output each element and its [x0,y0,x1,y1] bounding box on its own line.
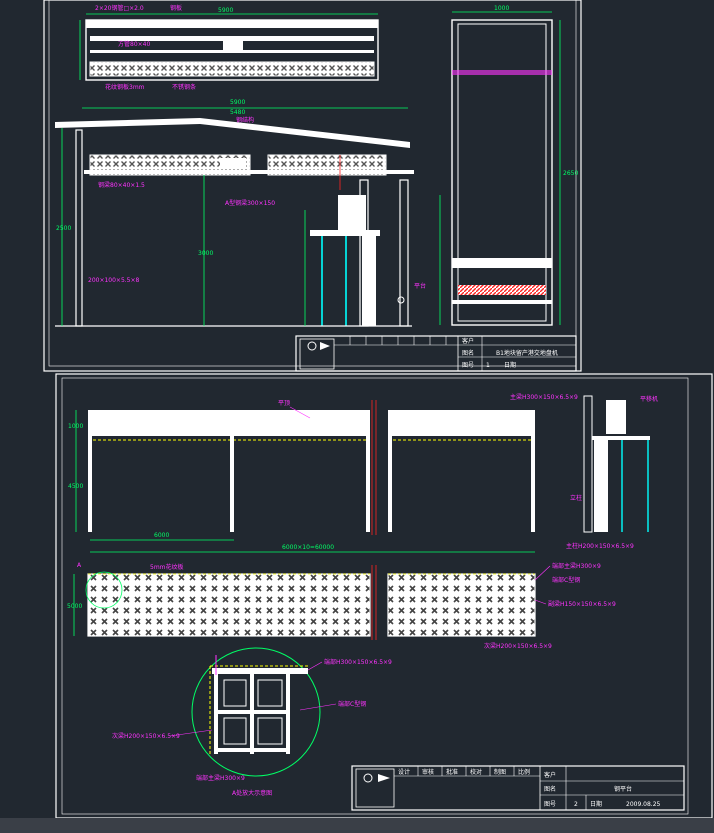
note-platform: 平台 [414,282,426,290]
note-steel-beam: 钢梁80×40×1.5 [98,181,145,189]
sheet-1: 2×20钢管□×2.0 钢板 方管80×40 花纹钢板3mm 不锈钢条 5900… [43,0,582,372]
tb2-header-cell: 制图 [494,768,506,776]
note-steel-plate: 钢板 [170,4,182,12]
sheet-2: 1000 4500 6000 6000×10=60000 平顶 主梁H300×1… [55,373,713,819]
tb2-date-value: 2009.08.25 [626,801,661,808]
tb2-date-label: 日期 [590,800,602,808]
title-block-1: 客户 图名 B1地块留产港交地盘机 图号 1 日期 [295,335,577,372]
detail-caption: A处放大示意图 [232,789,272,797]
dim-top-width: 5900 [218,7,233,14]
tb2-number-value: 2 [574,801,578,808]
note-detail-end-beam: 端部主梁H300×9 [196,774,245,782]
tb1-number-value: 1 [486,362,490,369]
tb2-header-cell: 设计 [398,768,410,776]
dim-front-overall: 5900 [230,99,245,106]
tb1-customer-label: 客户 [462,337,474,345]
dim-front-height: 2500 [56,225,71,232]
note-end-main-beam: 端部主梁H300×9 [552,562,601,570]
dim-side-height: 2650 [563,170,578,177]
tb2-customer-label: 客户 [544,771,556,779]
tb1-date-label: 日期 [504,361,516,369]
note-a-beam: A型钢梁300×150 [225,199,275,207]
note-detail-c: 端部C型钢 [338,700,366,708]
note-column: 立柱 [570,494,582,502]
dim-bay: 6000 [154,532,169,539]
dim-plan-depth: 5000 [67,603,82,610]
dim-front-mid: 3000 [198,250,213,257]
top-plan-view: 2×20钢管□×2.0 钢板 方管80×40 花纹钢板3mm 不锈钢条 5900 [79,4,379,91]
note-detail-main: 端部H300×150×6.5×9 [324,658,392,666]
note-steel-tube: 2×20钢管□×2.0 [95,4,144,12]
note-sub-beam: 次梁H200×150×6.5×9 [484,642,552,650]
sheet-2-inner-frame [61,377,689,815]
dim-front-span: 5480 [230,109,245,116]
tb2-header-cell: 批准 [446,768,458,776]
tb1-number-label: 图号 [462,362,474,369]
note-checker-plate-5mm: 5mm花纹板 [150,563,184,571]
title-block-2: 设计 审核 批准 校对 制图 比例 客户 图名 钢平台 图号 2 日期 2009… [351,765,685,811]
side-elevation: 1000 2650 [439,5,578,326]
tb2-header-cell: 审核 [422,768,434,776]
platform-elevation: 1000 4500 6000 6000×10=60000 平顶 [68,400,535,553]
note-steel-structure: 钢结构 [236,116,254,124]
note-checker-plate: 花纹钢板3mm [105,83,145,91]
note-square-tube: 方管80×40 [118,40,150,48]
dim-side-width: 1000 [494,5,509,12]
detail-a-enlarged: 端部H300×150×6.5×9 端部C型钢 次梁H200×150×6.5×9 … [112,647,392,797]
note-h-section: 200×100×5.5×8 [88,277,140,284]
tb1-name-label: 图名 [462,349,474,357]
platform-plan-view: 5000 A 5mm花纹板 端部主梁H300×9 端部C型钢 副梁H150×15… [67,562,616,650]
label-detail-a: A [77,562,82,569]
tb2-header-cell: 比例 [518,768,530,776]
dim-roof-height: 1000 [68,423,83,430]
note-end-c-channel: 端部C型钢 [552,576,580,584]
tb2-header-cell: 校对 [470,768,482,776]
note-flat-roof: 平顶 [278,400,290,407]
tb2-number-label: 图号 [544,801,556,808]
front-elevation: 5900 5480 2500 3000 钢梁80×40×1.5 钢结构 200×… [55,99,426,327]
dim-column-height: 4500 [68,483,83,490]
tb2-name-label: 图名 [544,785,556,793]
viewer-status-bar [0,818,714,833]
tb1-name-value: B1地块留产港交地盘机 [496,349,558,357]
note-main-beam: 主梁H300×150×6.5×9 [510,393,578,401]
note-column-base: 主柱H200×150×6.5×9 [566,542,634,550]
note-detail-sub-beam: 次梁H200×150×6.5×9 [112,732,180,740]
dim-span-total: 6000×10=60000 [282,544,334,551]
sheet-1-inner-frame [48,0,577,367]
note-secondary-beam: 副梁H150×150×6.5×9 [548,600,616,608]
tb2-name-value: 钢平台 [614,785,632,793]
note-shuttle: 平移机 [640,395,658,403]
note-stainless-strip: 不锈钢条 [172,83,196,91]
platform-side-section: 主梁H300×150×6.5×9 平移机 立柱 主柱H200×150×6.5×9 [510,393,658,550]
